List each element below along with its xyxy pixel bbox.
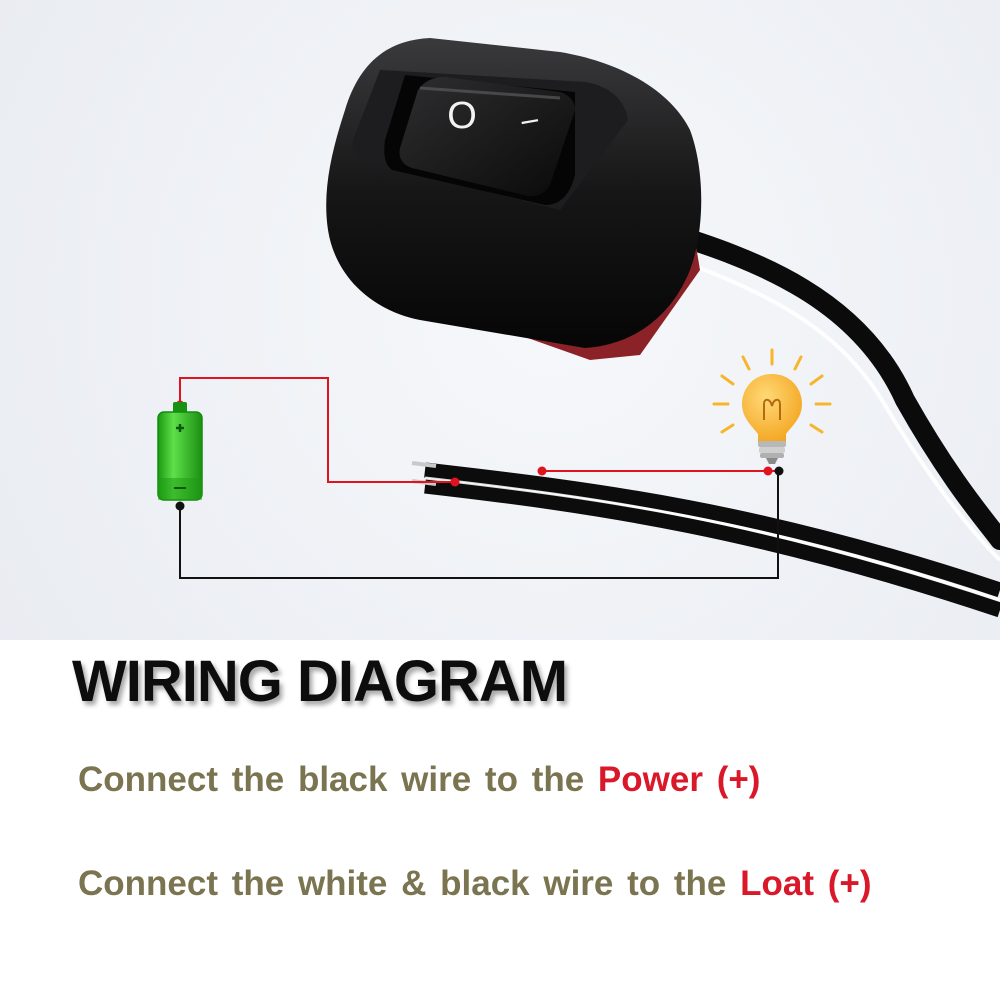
instruction-load: Connect the white & black wire to the Lo…	[78, 864, 871, 904]
wire-positive-dot	[450, 477, 460, 487]
instruction-load-highlight: Loat	[740, 864, 814, 903]
light-bulb-icon	[712, 348, 832, 464]
instruction-power-sign: (+)	[716, 760, 761, 799]
bulb-positive-dot	[763, 466, 773, 476]
instruction-power: Connect the black wire to the Power (+)	[78, 760, 760, 800]
wire-output-dot	[537, 466, 547, 476]
battery-icon	[157, 402, 203, 501]
battery-negative-dot	[175, 501, 185, 511]
rocker-switch: O I	[326, 38, 702, 360]
bulb-negative-dot	[774, 466, 784, 476]
diagram-title: WIRING DIAGRAM	[72, 649, 568, 714]
instruction-load-text: Connect the white & black wire to the	[78, 864, 741, 903]
instruction-load-sign: (+)	[827, 864, 872, 903]
instruction-power-highlight: Power	[597, 760, 703, 799]
switch-on-symbol: I	[515, 116, 543, 127]
switch-off-symbol: O	[447, 95, 477, 137]
negative-circuit-line	[179, 471, 779, 579]
positive-circuit-line-1	[179, 377, 455, 483]
switch-cable	[649, 220, 1000, 562]
instruction-power-text: Connect the black wire to the	[78, 760, 598, 799]
